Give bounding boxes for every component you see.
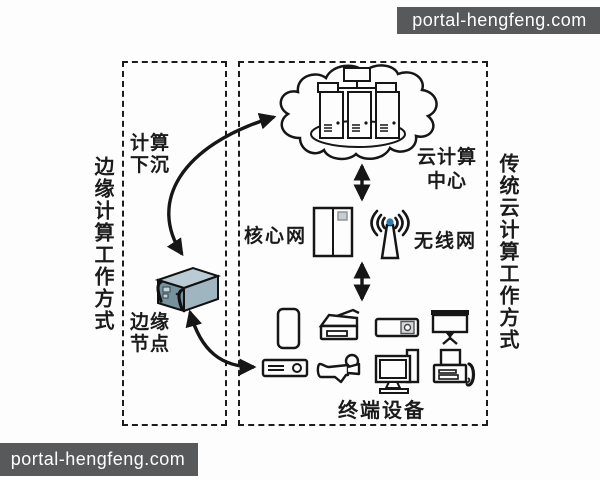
- wireless-network-label: 无线网: [414, 231, 478, 252]
- cloud-servers-icon: [272, 62, 442, 167]
- desktop-computer-icon: [374, 348, 422, 396]
- scanner-copier-icon: [317, 308, 363, 346]
- smartphone-icon: [276, 307, 302, 351]
- edge-region-label: 边缘计算工作方式: [91, 156, 113, 332]
- fax-machine-icon: [430, 348, 476, 396]
- traditional-region-label: 传统云计算工作方式: [496, 153, 518, 351]
- watermark-bottom-left: portal-hengfeng.com: [0, 443, 198, 476]
- projector-icon: [374, 315, 420, 340]
- terminal-devices-label: 终端设备: [338, 400, 426, 422]
- cloud-center-label: 云计算中心: [417, 147, 478, 192]
- edge-server-icon: [148, 263, 226, 321]
- watermark-top-right: portal-hengfeng.com: [397, 7, 600, 34]
- edge-computing-region-box: [122, 61, 227, 426]
- edge-node-label: 边缘节点: [130, 312, 171, 356]
- core-network-label: 核心网: [244, 226, 308, 247]
- media-player-icon: [261, 357, 309, 380]
- antenna-tower-icon: [362, 203, 416, 261]
- compute-sink-label: 计算下沉: [130, 133, 171, 177]
- camcorder-icon: [315, 351, 363, 389]
- network-cabinet-icon: [312, 206, 354, 259]
- projection-screen-icon: [430, 308, 470, 346]
